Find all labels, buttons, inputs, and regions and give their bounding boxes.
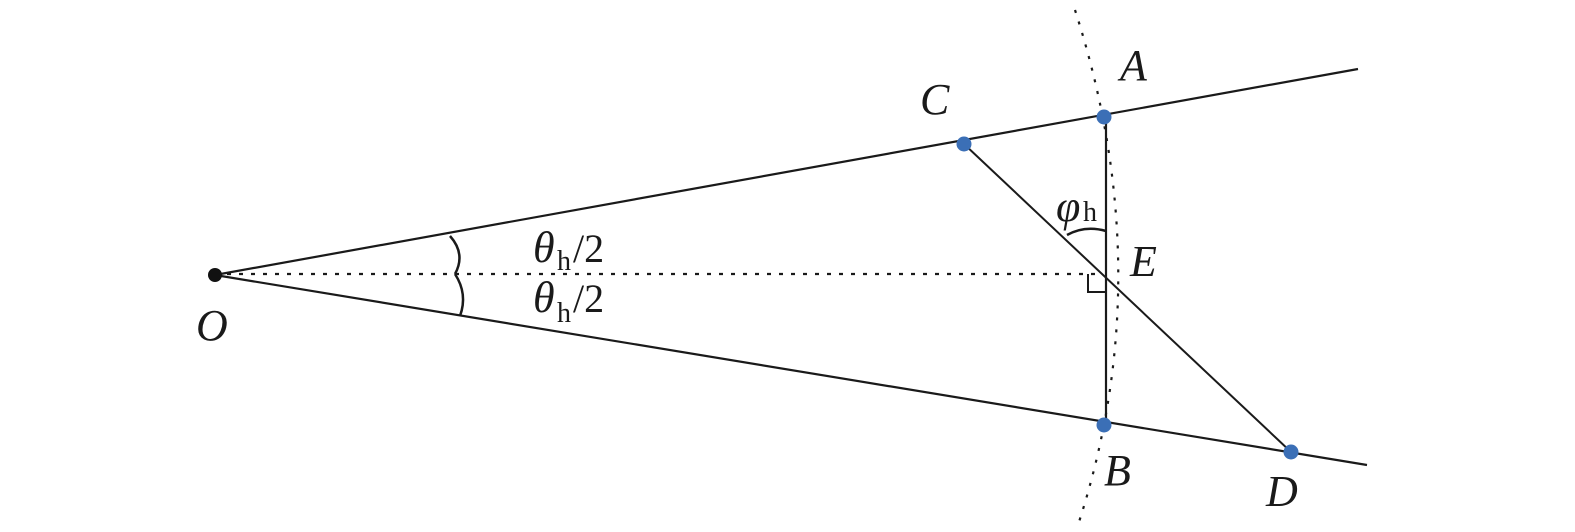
lower-ray bbox=[214, 273, 1368, 467]
label-theta-upper: θ h /2 bbox=[533, 223, 604, 277]
label-theta-lower: θ h /2 bbox=[533, 273, 604, 329]
point-b bbox=[1096, 417, 1112, 433]
label-b: B bbox=[1104, 446, 1131, 495]
svg-text:h: h bbox=[557, 246, 571, 277]
point-d bbox=[1283, 444, 1299, 460]
label-a: A bbox=[1117, 41, 1148, 90]
phi-arc bbox=[1066, 227, 1107, 237]
theta-arc-lower bbox=[453, 273, 465, 317]
svg-text:θ: θ bbox=[533, 273, 555, 322]
svg-text:/2: /2 bbox=[573, 276, 604, 321]
theta-arc-upper bbox=[449, 235, 461, 275]
label-c: C bbox=[920, 75, 950, 124]
point-c bbox=[956, 136, 972, 152]
right-angle-marker bbox=[1087, 274, 1107, 293]
svg-text:/2: /2 bbox=[573, 226, 604, 271]
svg-text:h: h bbox=[557, 298, 571, 329]
segment-cd bbox=[963, 143, 1292, 453]
point-o bbox=[208, 268, 222, 282]
svg-text:φ: φ bbox=[1056, 182, 1080, 231]
dotted-arc bbox=[1073, 9, 1120, 526]
upper-ray bbox=[214, 67, 1359, 277]
point-a bbox=[1096, 109, 1112, 125]
label-o: O bbox=[196, 301, 228, 350]
label-d: D bbox=[1265, 467, 1298, 516]
label-phi: φ h bbox=[1056, 182, 1097, 231]
label-e: E bbox=[1129, 237, 1157, 286]
svg-text:θ: θ bbox=[533, 223, 555, 272]
svg-text:h: h bbox=[1083, 197, 1097, 228]
